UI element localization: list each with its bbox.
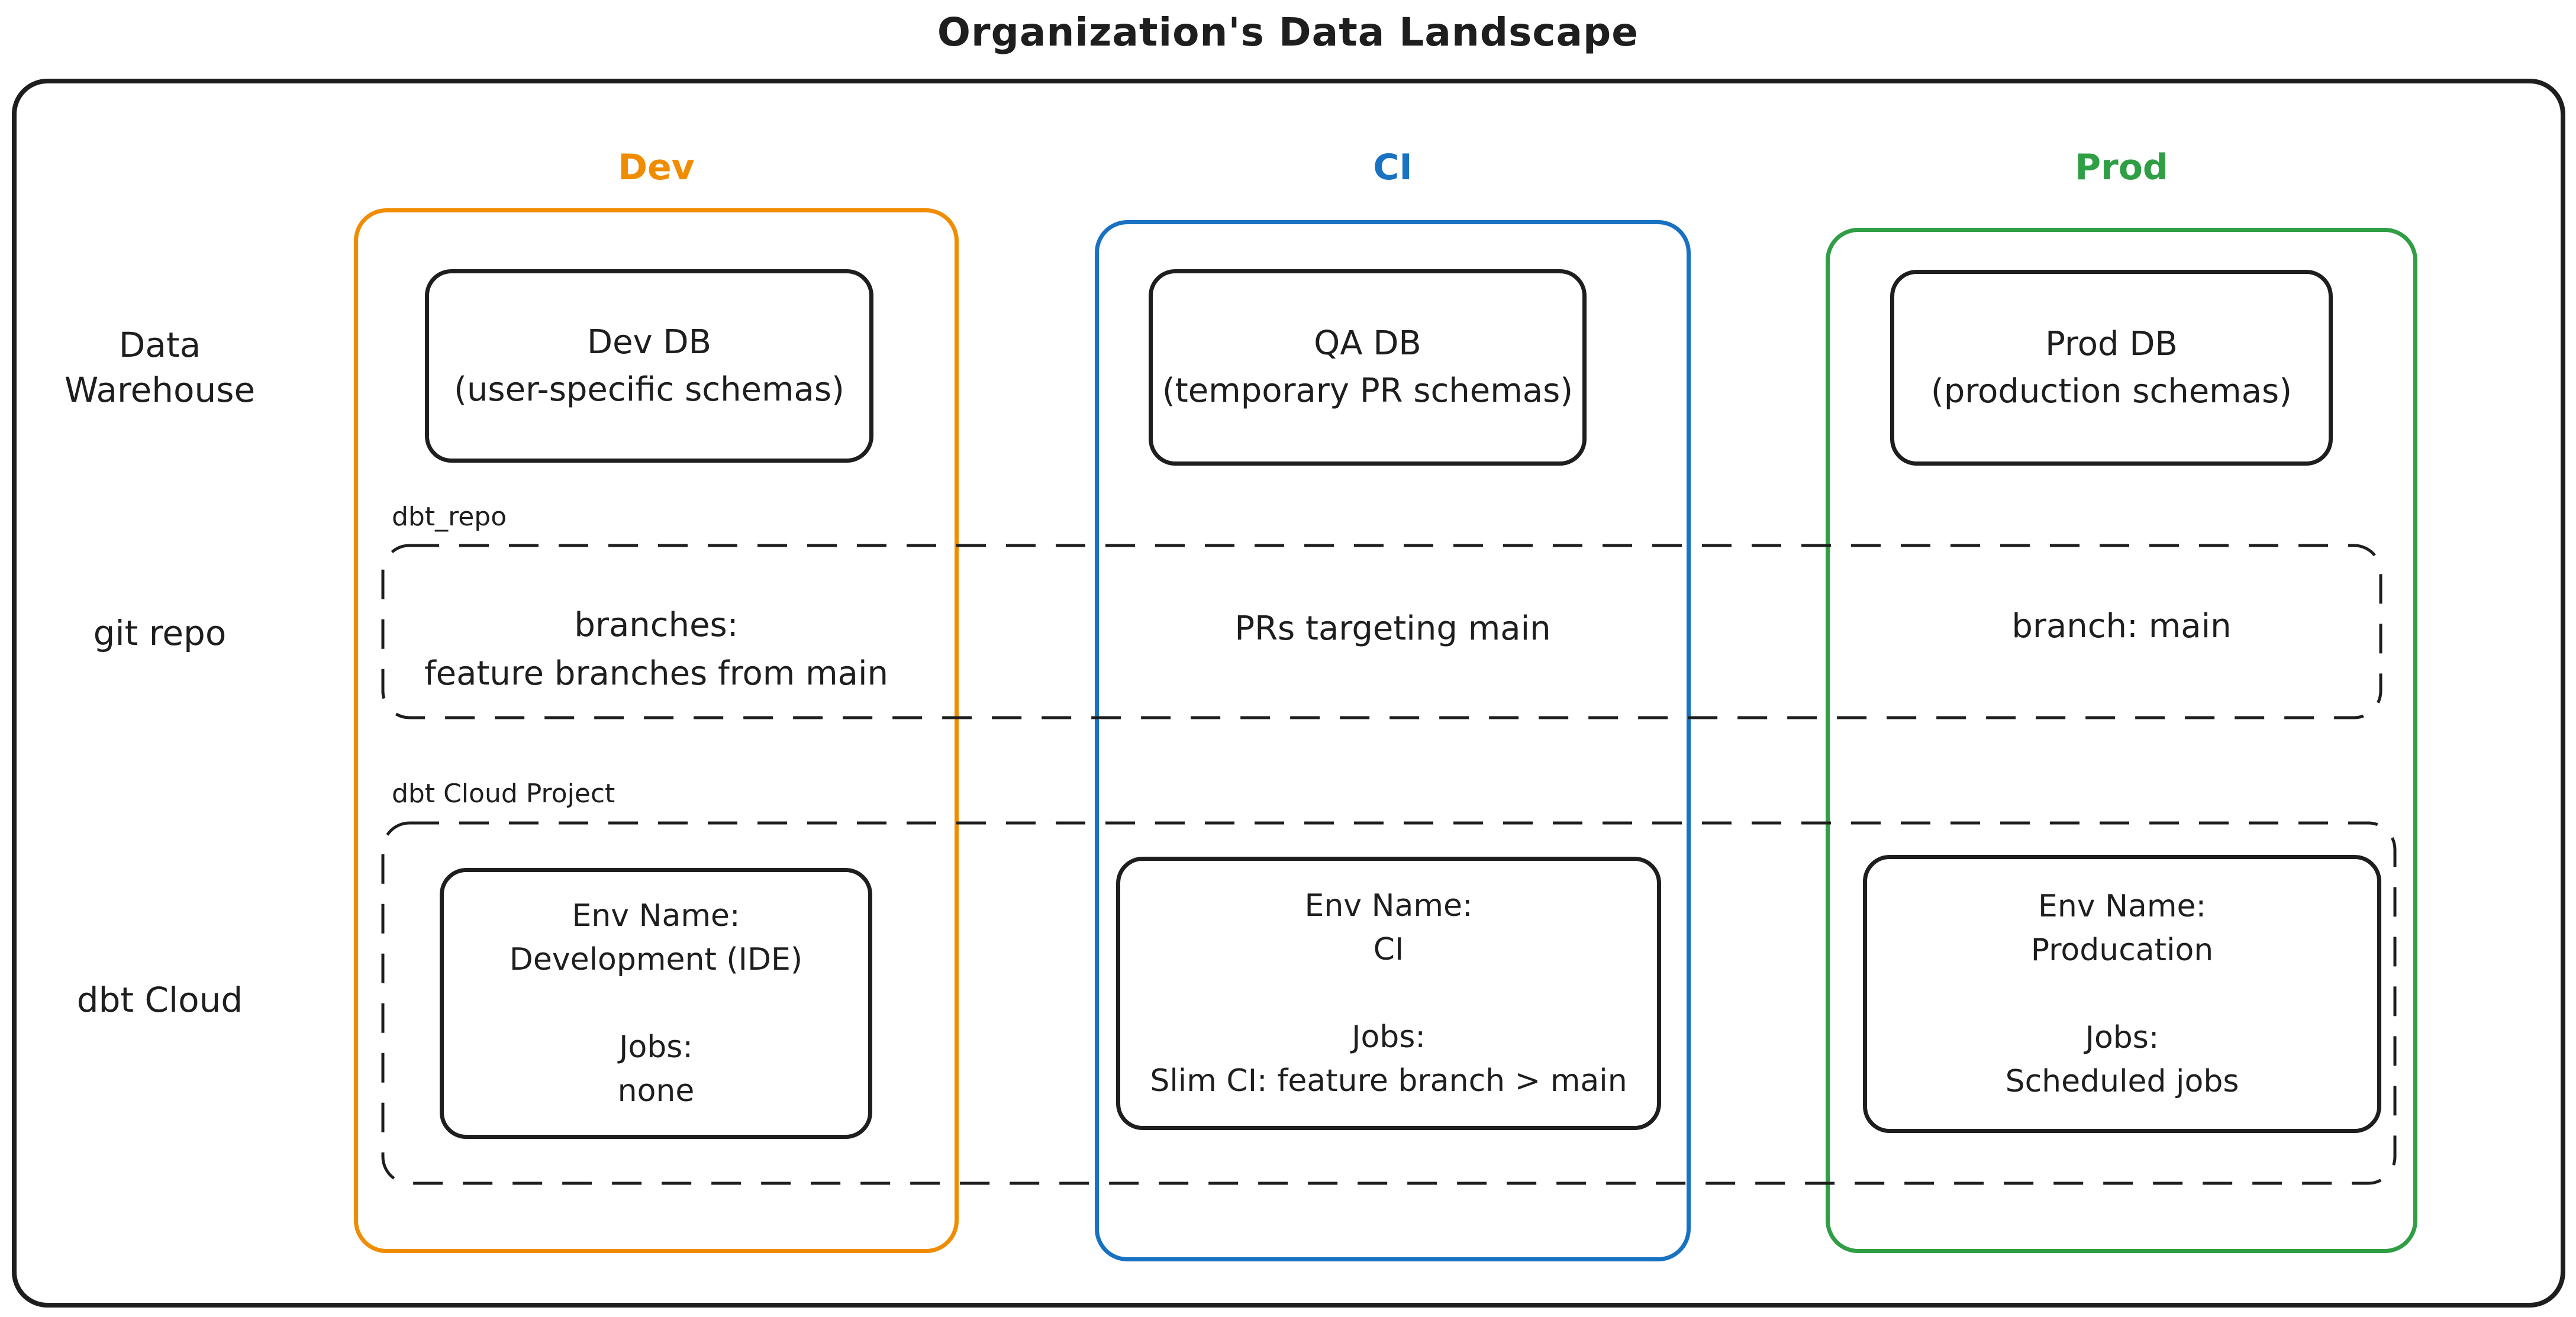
ci-env-box: Env Name: CI Jobs: Slim CI: feature bran…	[1116, 857, 1661, 1130]
page-title: Organization's Data Landscape	[937, 9, 1639, 55]
repo-prod-branch-text: branch: main	[2011, 607, 2232, 645]
dev-env-name-label: Env Name:	[572, 898, 740, 934]
row-label-dbt-cloud: dbt Cloud	[76, 980, 243, 1020]
repo-dev-branches-line2: feature branches from main	[424, 654, 889, 693]
ci-column-header: CI	[1373, 147, 1413, 188]
dev-jobs-label: Jobs:	[619, 1029, 693, 1065]
dbt-repo-label: dbt_repo	[392, 502, 507, 532]
repo-dev-branches-line1: branches:	[574, 606, 739, 644]
repo-dev-branches-text: branches: feature branches from main	[354, 601, 959, 698]
dev-env-box: Env Name: Development (IDE) Jobs: none	[440, 868, 872, 1139]
prod-env-box: Env Name: Producation Jobs: Scheduled jo…	[1863, 855, 2381, 1133]
dev-db-title: Dev DB	[586, 322, 712, 361]
ci-env-spacer	[1384, 971, 1394, 1015]
dev-column-header: Dev	[618, 147, 695, 188]
prod-db-subtitle: (production schemas)	[1930, 372, 2293, 411]
ci-env-name-value: CI	[1373, 932, 1404, 967]
dev-db-box: Dev DB (user-specific schemas)	[425, 269, 873, 463]
dev-column-container	[354, 208, 959, 1253]
row-label-data-warehouse-line2: Warehouse	[64, 370, 256, 410]
dbt-repo-dashed-container	[381, 544, 2382, 719]
prod-env-name-value: Producation	[2030, 932, 2214, 968]
prod-env-spacer	[2117, 972, 2127, 1016]
row-label-data-warehouse: Data Warehouse	[24, 322, 296, 412]
dev-env-spacer	[651, 982, 661, 1025]
dev-jobs-value: none	[617, 1073, 695, 1109]
row-label-git-repo: git repo	[93, 613, 227, 653]
dbt-cloud-project-label: dbt Cloud Project	[392, 779, 615, 809]
prod-env-name-label: Env Name:	[2037, 889, 2207, 924]
outer-container	[12, 79, 2565, 1308]
ci-column-container	[1095, 220, 1691, 1261]
prod-column-header: Prod	[2075, 147, 2168, 188]
prod-jobs-value: Scheduled jobs	[2005, 1064, 2239, 1099]
prod-db-title: Prod DB	[2045, 324, 2178, 363]
repo-ci-prs-text: PRs targeting main	[1234, 609, 1551, 648]
ci-jobs-value: Slim CI: feature branch > main	[1150, 1063, 1627, 1099]
row-label-data-warehouse-line1: Data	[118, 325, 201, 365]
qa-db-subtitle: (temporary PR schemas)	[1162, 372, 1574, 410]
dev-env-name-value: Development (IDE)	[509, 942, 803, 977]
ci-env-name-label: Env Name:	[1304, 888, 1473, 924]
qa-db-box: QA DB (temporary PR schemas)	[1149, 269, 1587, 466]
ci-jobs-label: Jobs:	[1352, 1019, 1426, 1055]
prod-jobs-label: Jobs:	[2085, 1020, 2159, 1055]
qa-db-title: QA DB	[1314, 324, 1421, 363]
prod-column-container	[1826, 228, 2417, 1253]
prod-db-box: Prod DB (production schemas)	[1890, 270, 2333, 466]
dev-db-subtitle: (user-specific schemas)	[454, 370, 844, 409]
dbt-cloud-project-dashed-container	[381, 821, 2397, 1185]
